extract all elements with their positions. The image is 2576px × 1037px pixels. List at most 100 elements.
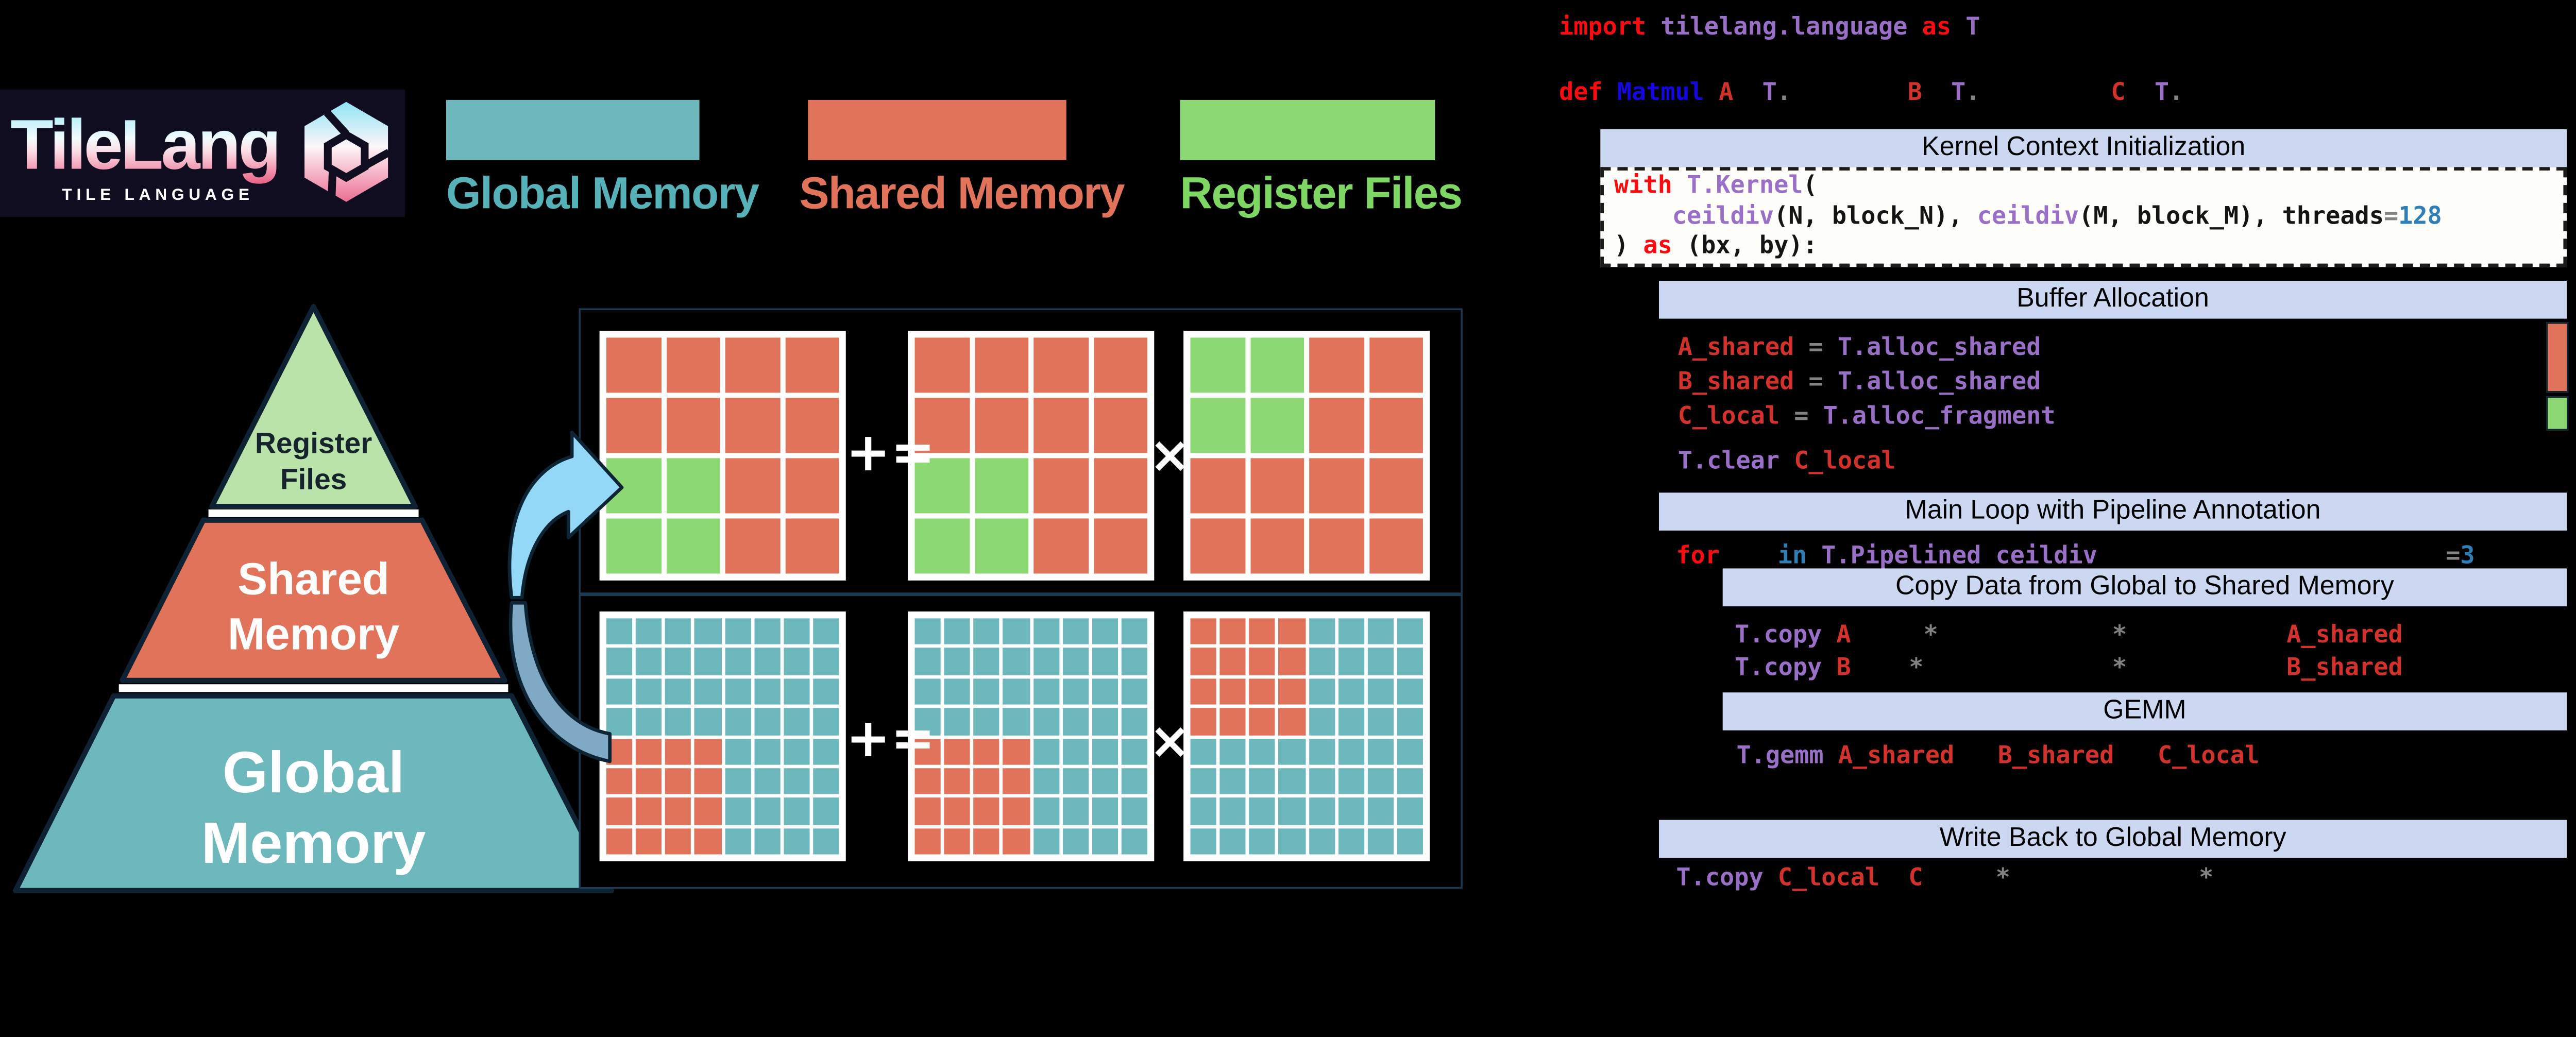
matrix-cell [1308, 797, 1335, 825]
matrix-cell [1062, 648, 1089, 675]
code-line-copy-c: T.copy C_local C * * [1676, 861, 2213, 896]
matrix-cell [1308, 648, 1335, 675]
matrix-cell [1308, 708, 1335, 735]
matrix-cell [1367, 797, 1394, 825]
code-token: T [1762, 79, 1777, 107]
matrix-cell [974, 708, 1000, 735]
matrix-cell [1368, 458, 1423, 514]
code-token: T.copy [1735, 622, 1822, 650]
matrix-cell [812, 738, 839, 765]
matrix-cell [944, 618, 971, 645]
matrix-cell [785, 337, 839, 393]
code-token [1980, 79, 2111, 107]
section-header-gemm: GEMM [1722, 692, 2567, 730]
matrix-cell [974, 678, 1000, 705]
code-line-b-shared: B_shared = T.alloc_shared [1678, 365, 2041, 400]
matrix-cell [974, 518, 1029, 574]
code-token [1851, 655, 1909, 682]
code-token: . [1776, 79, 1792, 107]
matrix-cell [944, 708, 971, 735]
code-token: . [2169, 79, 2184, 107]
matrix-cell [636, 648, 662, 675]
matrix-cell [1190, 398, 1245, 453]
legend-swatch-global-memory [446, 99, 700, 160]
legend-swatch-shared-memory [808, 99, 1066, 160]
code-token [1922, 79, 1951, 107]
matrix-cell [944, 797, 971, 825]
matrix-cell [1367, 768, 1394, 795]
matrix-cell [1249, 618, 1276, 645]
matrix-cell [974, 648, 1000, 675]
matrix-cell [1032, 738, 1059, 765]
matrix-cell [606, 678, 633, 705]
section-header-kernel-context: Kernel Context Initialization [1600, 129, 2567, 167]
matrix-cell [1003, 797, 1029, 825]
matrix-cell [1308, 828, 1335, 855]
matrix-cell [914, 458, 969, 514]
matrix-cell [1032, 797, 1059, 825]
matrix-cell [1003, 828, 1029, 855]
matrix-cell [1367, 678, 1394, 705]
matrix-cell [1092, 618, 1118, 645]
code-token: * [1923, 622, 1938, 650]
matrix-cell [1397, 708, 1423, 735]
matrix-cell [724, 708, 751, 735]
matrix-cell [1092, 678, 1118, 705]
section-header-main-loop: Main Loop with Pipeline Annotation [1658, 492, 2567, 531]
matrix-cell [1368, 518, 1423, 574]
matrix-cell [1279, 618, 1305, 645]
code-token [1614, 202, 1672, 230]
matrix-cell [1309, 458, 1364, 514]
matrix-cell [1337, 828, 1364, 855]
matrix-cell [1249, 648, 1276, 675]
legend-swatch-register-files [1180, 99, 1435, 160]
matrix-cell [1092, 738, 1118, 765]
pyramid-label-memory2: Memory [201, 810, 426, 876]
matrix-cell [1121, 828, 1147, 855]
matrix-cell [725, 337, 780, 393]
matrix-cell [812, 678, 839, 705]
matrix-cell [636, 828, 662, 855]
matrix-cell [725, 458, 780, 514]
code-token: * [2199, 864, 2214, 893]
matrix-cell [1190, 708, 1217, 735]
matrix-cell [812, 708, 839, 735]
matrix-cell [1337, 768, 1364, 795]
code-token: as [1643, 232, 1672, 260]
code-token [1733, 79, 1762, 107]
matrix-cell [1003, 768, 1029, 795]
matrix-cell [1308, 738, 1335, 765]
code-token: as [1907, 13, 1952, 42]
matrix-cell [1003, 678, 1029, 705]
matrix-cell [1337, 708, 1364, 735]
code-token [1791, 79, 1907, 107]
matrix-cell [1092, 648, 1118, 675]
matrix-cell [1249, 337, 1304, 393]
matrix-cell [754, 708, 780, 735]
multiply-operator-bottom: × [1149, 711, 1191, 770]
matrix-cell [724, 828, 751, 855]
matrix-cell [1397, 828, 1423, 855]
code-token: = [2383, 202, 2399, 230]
matrix-cell [694, 738, 721, 765]
code-line-ceildiv: ceildiv(N, block_N), ceildiv(M, block_M)… [1614, 202, 2553, 233]
code-token: T.gemm [1736, 742, 1824, 770]
matrix-cell [1219, 618, 1246, 645]
pyramid-label-files: Files [280, 464, 347, 496]
matrix-cell [1190, 678, 1217, 705]
pyramid-level-register-files [209, 304, 418, 509]
matrix-cell [1309, 337, 1364, 393]
matrix-cell [1033, 398, 1088, 453]
code-line-a-shared: A_shared = T.alloc_shared [1678, 331, 2041, 365]
code-token: A [1822, 622, 1851, 650]
matrix-cell [1219, 648, 1246, 675]
matrix-cell [666, 518, 720, 574]
matrix-cell [1121, 708, 1147, 735]
code-line-t-clear: T.clear C_local [1678, 445, 1896, 479]
matrix-cell [914, 708, 941, 735]
matrix-cell [606, 828, 633, 855]
matrix-cell [914, 337, 969, 393]
matrix-cell [783, 618, 810, 645]
matrix-cell [754, 678, 780, 705]
matrix-cell [1308, 678, 1335, 705]
